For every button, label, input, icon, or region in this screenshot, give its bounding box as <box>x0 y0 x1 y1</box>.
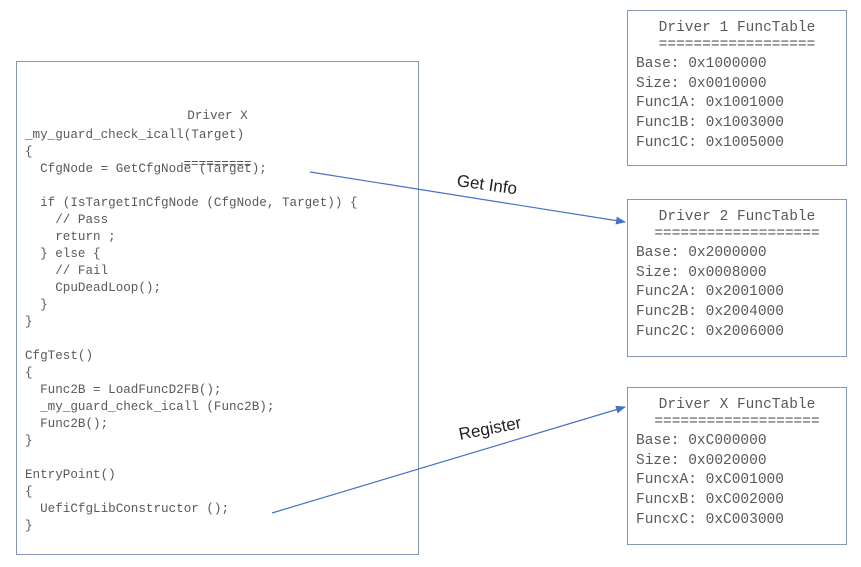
functable-row: Size: 0x0010000 <box>636 75 767 92</box>
code-line: // Pass <box>25 213 109 227</box>
driver-x-code-box: Driver X ========= _my_guard_check_icall… <box>16 61 419 555</box>
code-line: EntryPoint() <box>25 468 116 482</box>
get-info-label: Get Info <box>455 171 519 199</box>
functable-row: Func2C: 0x2006000 <box>636 323 784 340</box>
code-line: } <box>25 434 33 448</box>
functable-row: Base: 0xC000000 <box>636 433 767 450</box>
driver-x-title: Driver X ========= <box>17 76 418 204</box>
functable-row: Size: 0x0008000 <box>636 264 767 281</box>
functable-row: FuncxB: 0xC002000 <box>636 491 784 508</box>
driver-x-title-underline: ========= <box>183 157 252 171</box>
driver-x-code: _my_guard_check_icall(Target) { CfgNode =… <box>17 127 358 535</box>
code-line: return ; <box>25 230 116 244</box>
code-line <box>25 331 358 348</box>
functable-row: Func2A: 0x2001000 <box>636 284 784 301</box>
driver-1-functable: Driver 1 FuncTable ================== Ba… <box>627 10 847 166</box>
code-line: _my_guard_check_icall (Func2B); <box>25 400 275 414</box>
functable-row: Func2B: 0x2004000 <box>636 303 784 320</box>
code-line: } <box>25 298 48 312</box>
functable-title: Driver 2 FuncTable <box>658 209 816 225</box>
functable-separator: =================== <box>654 225 820 242</box>
code-line: CpuDeadLoop(); <box>25 281 162 295</box>
functable-title: Driver X FuncTable <box>658 397 816 413</box>
code-line: Func2B(); <box>25 417 109 431</box>
functable-row: FuncxA: 0xC001000 <box>636 472 784 489</box>
functable-row: Base: 0x1000000 <box>636 56 767 73</box>
code-line: } <box>25 519 33 533</box>
functable-title: Driver 1 FuncTable <box>658 20 816 36</box>
driver-2-functable: Driver 2 FuncTable =================== B… <box>627 199 847 357</box>
code-line: { <box>25 145 33 159</box>
functable-row: Func1A: 0x1001000 <box>636 95 784 112</box>
code-line: CfgNode = GetCfgNode (Target); <box>25 162 267 176</box>
code-line: Func2B = LoadFuncD2FB(); <box>25 383 222 397</box>
functable-separator: =================== <box>654 413 820 430</box>
code-line: { <box>25 366 33 380</box>
code-line: CfgTest() <box>25 349 94 363</box>
code-line <box>25 178 358 195</box>
functable-row: FuncxC: 0xC003000 <box>636 511 784 528</box>
code-line: UefiCfgLibConstructor (); <box>25 502 230 516</box>
driver-x-title-text: Driver X <box>187 109 248 123</box>
functable-row: Base: 0x2000000 <box>636 245 767 262</box>
functable-row: Size: 0x0020000 <box>636 452 767 469</box>
functable-row: Func1C: 0x1005000 <box>636 134 784 151</box>
code-line: { <box>25 485 33 499</box>
driver-x-functable: Driver X FuncTable =================== B… <box>627 387 847 545</box>
code-line <box>25 450 358 467</box>
functable-separator: ================== <box>658 36 816 53</box>
code-line: } else { <box>25 247 101 261</box>
code-line: // Fail <box>25 264 109 278</box>
code-line: if (IsTargetInCfgNode (CfgNode, Target))… <box>25 196 358 210</box>
functable-row: Func1B: 0x1003000 <box>636 114 784 131</box>
code-line: _my_guard_check_icall(Target) <box>25 128 245 142</box>
register-label: Register <box>457 413 523 444</box>
code-line: } <box>25 315 33 329</box>
